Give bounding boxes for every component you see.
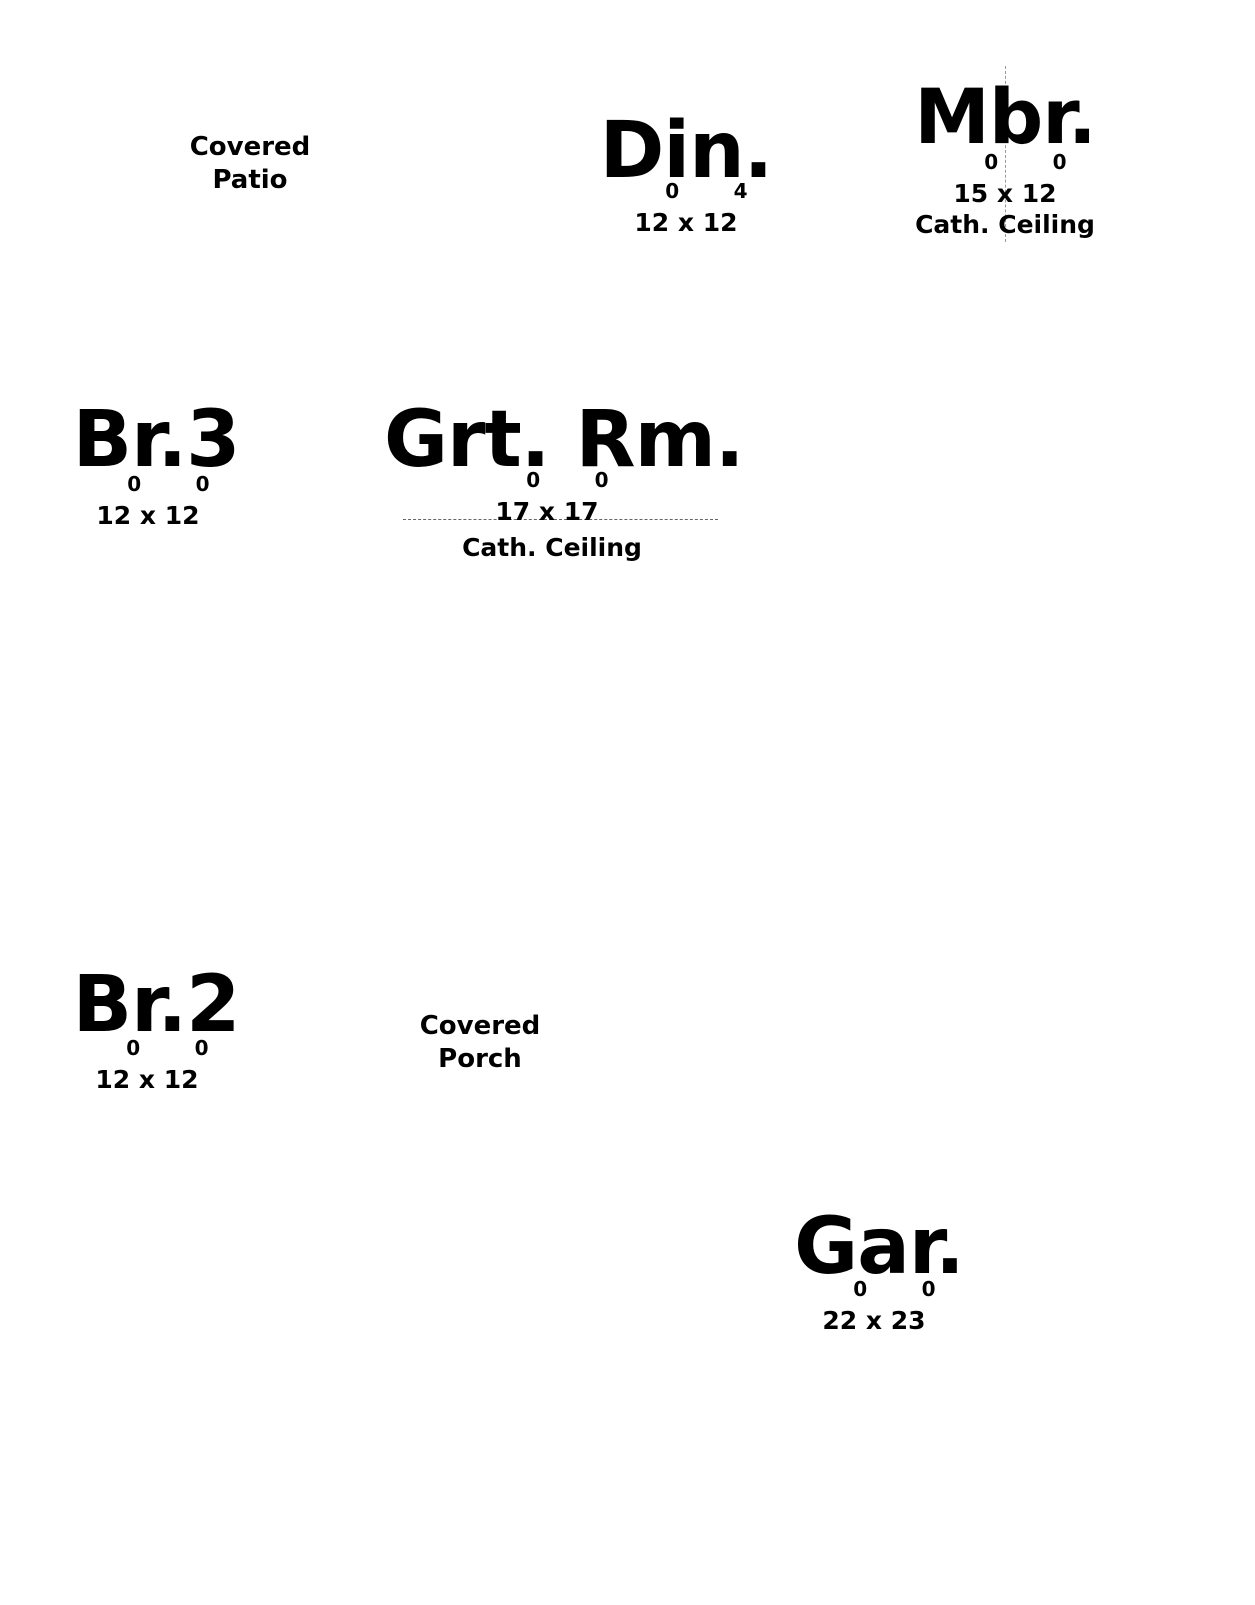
br3-length: 12 [164, 501, 200, 530]
master-bedroom-dimensions: 15 0 x 12 0 [900, 152, 1110, 208]
gar-times: x [865, 1306, 883, 1335]
bedroom-3-dimensions: 12 0 x 12 0 [48, 474, 248, 530]
great-room-name: Grt. Rm. [384, 395, 745, 485]
mbr-width-inches: 0 [984, 150, 999, 174]
covered-patio-line2: Patio [212, 165, 288, 195]
grt-rm-times: x [538, 497, 556, 526]
covered-porch-line2: Porch [438, 1044, 522, 1074]
br3-width-inches: 0 [127, 472, 142, 496]
gar-length-inches: 0 [921, 1277, 936, 1301]
master-bedroom-name: Mbr. [914, 72, 1097, 161]
great-room-label: Grt. Rm. 17 0 x 17 0 Cath. Ceiling [384, 395, 745, 560]
garage-dimensions: 22 0 x 23 0 [776, 1279, 972, 1335]
br3-width: 12 [96, 501, 132, 530]
bedroom-2-dimensions: 12 0 x 12 0 [46, 1038, 248, 1094]
grt-rm-width: 17 [495, 497, 531, 526]
dining-width-inches: 0 [665, 179, 680, 203]
mbr-times: x [996, 179, 1014, 208]
great-room-dimensions: 17 0 x 17 0 [364, 470, 730, 526]
grt-rm-width-inches: 0 [526, 468, 541, 492]
bedroom-3-name: Br.3 [72, 395, 241, 485]
br2-length-inches: 0 [194, 1036, 209, 1060]
mbr-ceiling-note: Cath. Ceiling [915, 210, 1095, 239]
mbr-wall-dashed-line [1005, 66, 1006, 242]
br3-length-inches: 0 [195, 472, 210, 496]
mbr-length: 12 [1021, 179, 1057, 208]
br2-width: 12 [95, 1065, 131, 1094]
gar-width: 22 [822, 1306, 858, 1335]
mbr-length-inches: 0 [1052, 150, 1067, 174]
master-bedroom-label: Mbr. 15 0 x 12 0 Cath. Ceiling [900, 72, 1110, 239]
br3-times: x [139, 501, 157, 530]
dining-times: x [677, 208, 695, 237]
br2-length: 12 [163, 1065, 199, 1094]
great-room-ceiling-dashed-line [403, 519, 718, 520]
grt-rm-length: 17 [563, 497, 599, 526]
mbr-width: 15 [953, 179, 989, 208]
dining-length-inches: 4 [733, 179, 748, 203]
gar-width-inches: 0 [853, 1277, 868, 1301]
covered-patio-line1: Covered [189, 132, 311, 162]
covered-patio-label: Covered Patio [170, 131, 330, 197]
covered-porch-line1: Covered [419, 1011, 541, 1041]
dining-room-dimensions: 12 0 x 12 4 [598, 181, 774, 237]
br2-times: x [138, 1065, 156, 1094]
dining-room-name: Din. [599, 106, 774, 196]
dining-width: 12 [634, 208, 670, 237]
grt-rm-length-inches: 0 [594, 468, 609, 492]
covered-porch-label: Covered Porch [400, 1010, 560, 1076]
br2-width-inches: 0 [126, 1036, 141, 1060]
dining-length: 12 [702, 208, 738, 237]
gar-length: 23 [890, 1306, 926, 1335]
garage-name: Gar. [794, 1202, 965, 1292]
bedroom-2-name: Br.2 [72, 960, 241, 1050]
grt-rm-ceiling-note: Cath. Ceiling [462, 533, 642, 562]
